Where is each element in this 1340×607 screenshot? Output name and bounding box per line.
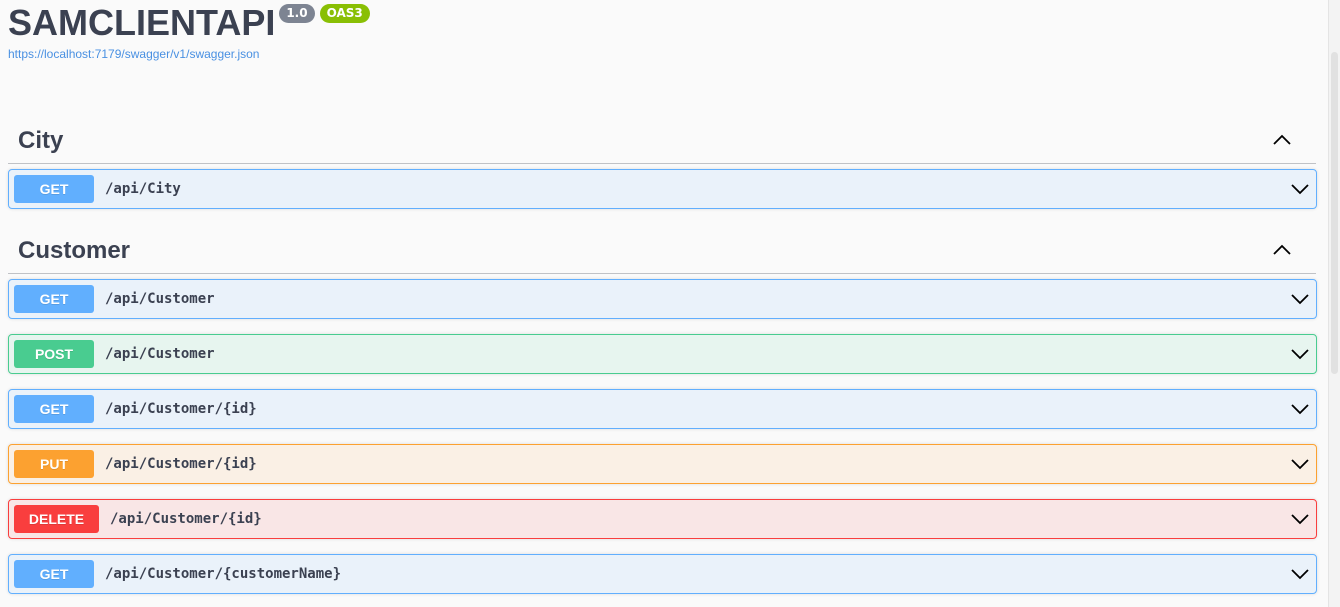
operation-path: /api/Customer/{id} <box>105 456 257 472</box>
operation-delete-api-customer-id[interactable]: DELETE /api/Customer/{id} <box>8 499 1317 539</box>
method-badge: GET <box>14 175 94 203</box>
operation-path: /api/Customer/{id} <box>110 511 262 527</box>
operation-get-api-customer-id[interactable]: GET /api/Customer/{id} <box>8 389 1317 429</box>
api-info: SAMCLIENTAPI 1.0 OAS3 https://localhost:… <box>8 0 370 61</box>
method-badge: GET <box>14 560 94 588</box>
method-badge: POST <box>14 340 94 368</box>
operation-path: /api/Customer <box>105 346 215 362</box>
vertical-scrollbar[interactable] <box>1328 0 1340 607</box>
chevron-down-icon[interactable] <box>1290 344 1310 364</box>
operation-get-api-customer-customername[interactable]: GET /api/Customer/{customerName} <box>8 554 1317 594</box>
operation-path: /api/Customer/{id} <box>105 401 257 417</box>
operation-put-api-customer-id[interactable]: PUT /api/Customer/{id} <box>8 444 1317 484</box>
title-row: SAMCLIENTAPI 1.0 OAS3 <box>8 0 370 46</box>
spec-url-link[interactable]: https://localhost:7179/swagger/v1/swagge… <box>8 47 260 61</box>
method-badge: DELETE <box>14 505 99 533</box>
operation-post-api-customer[interactable]: POST /api/Customer <box>8 334 1317 374</box>
chevron-up-icon[interactable] <box>1272 130 1292 150</box>
api-title: SAMCLIENTAPI <box>8 2 276 43</box>
chevron-down-icon[interactable] <box>1290 454 1310 474</box>
operation-path: /api/Customer/{customerName} <box>105 566 342 582</box>
chevron-down-icon[interactable] <box>1290 564 1310 584</box>
operation-get-api-city[interactable]: GET /api/City <box>8 169 1317 209</box>
operation-get-api-customer[interactable]: GET /api/Customer <box>8 279 1317 319</box>
tag-name: Customer <box>18 237 131 264</box>
chevron-down-icon[interactable] <box>1290 179 1310 199</box>
tag-header-customer[interactable]: Customer <box>8 228 1316 274</box>
chevron-down-icon[interactable] <box>1290 289 1310 309</box>
scrollbar-thumb[interactable] <box>1331 52 1338 374</box>
method-badge: GET <box>14 395 94 423</box>
chevron-down-icon[interactable] <box>1290 399 1310 419</box>
operation-path: /api/City <box>105 181 181 197</box>
method-badge: GET <box>14 285 94 313</box>
chevron-up-icon[interactable] <box>1272 240 1292 260</box>
operation-path: /api/Customer <box>105 291 215 307</box>
method-badge: PUT <box>14 450 94 478</box>
tag-header-city[interactable]: City <box>8 118 1316 164</box>
chevron-down-icon[interactable] <box>1290 509 1310 529</box>
version-badge: 1.0 <box>279 4 315 23</box>
tag-name: City <box>18 127 64 154</box>
oas-badge: OAS3 <box>319 4 370 23</box>
